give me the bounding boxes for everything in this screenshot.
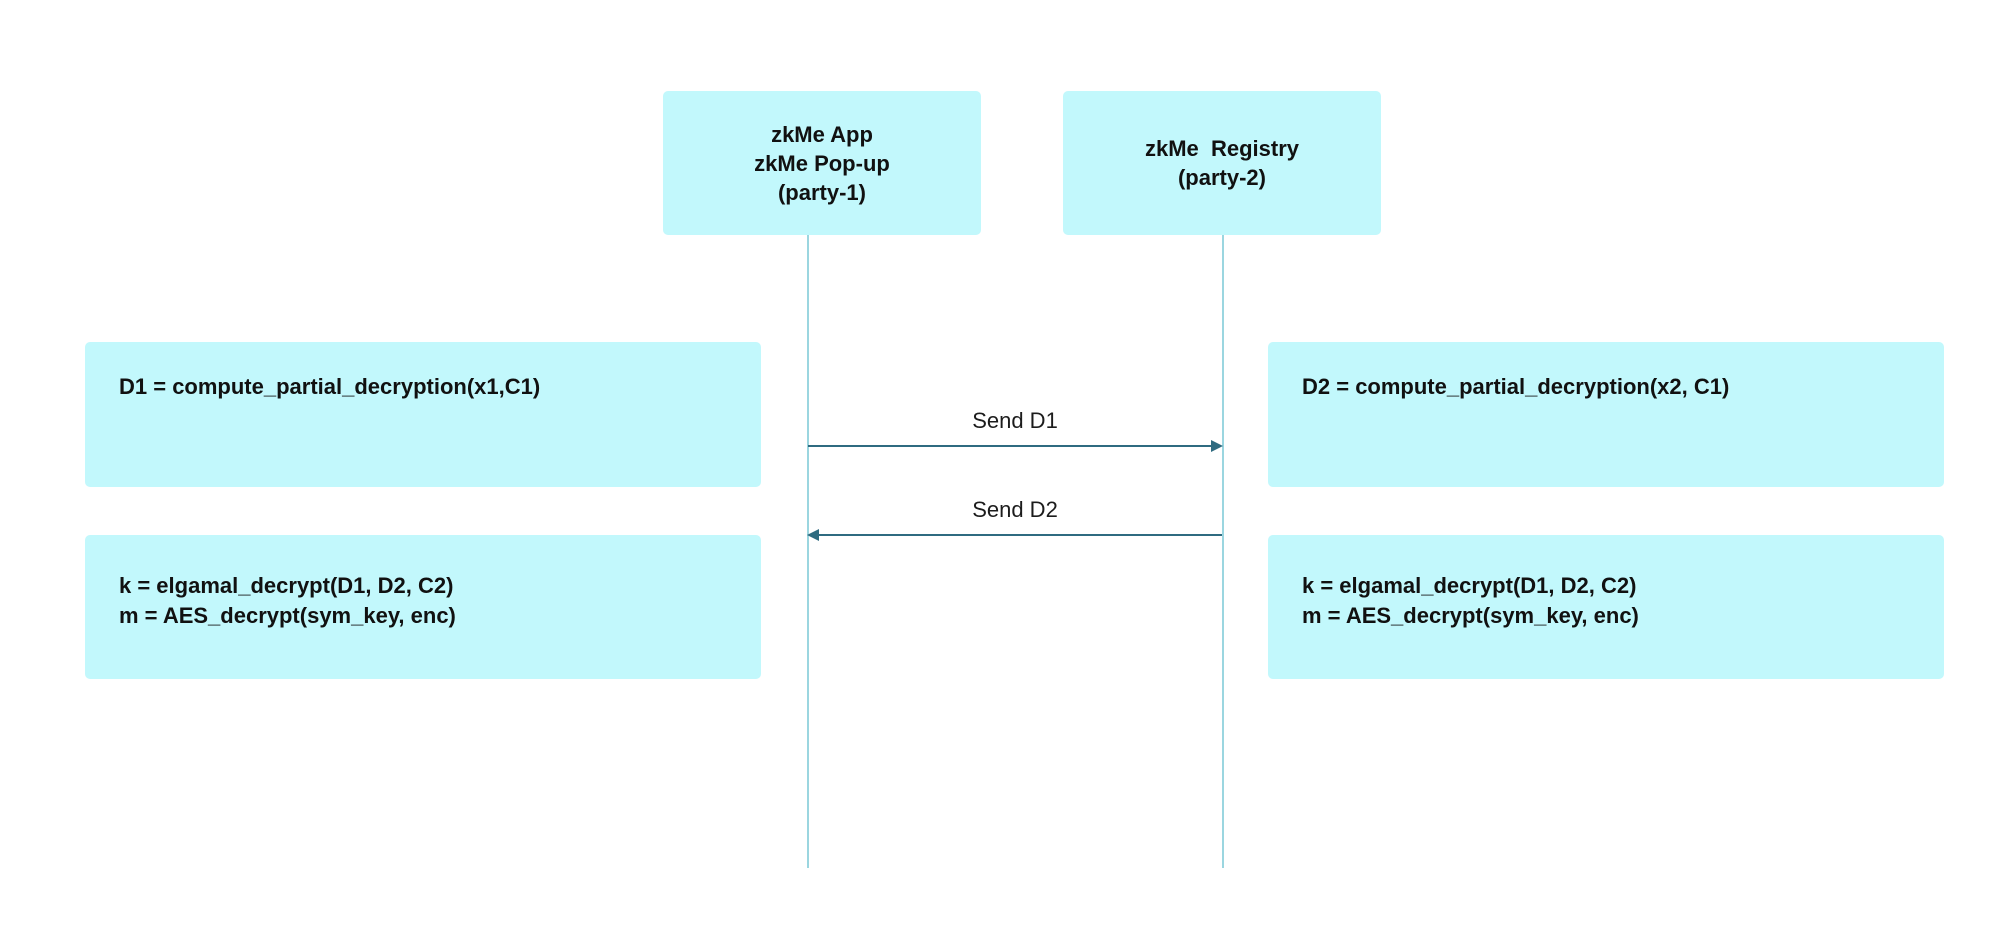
note-party-1-decrypt: k = elgamal_decrypt(D1, D2, C2) m = AES_… bbox=[85, 535, 761, 679]
participant-party-1-line-2: zkMe Pop-up bbox=[754, 150, 890, 176]
note-party-2-decrypt: k = elgamal_decrypt(D1, D2, C2) m = AES_… bbox=[1268, 535, 1944, 679]
note-party-2-partial-decryption: D2 = compute_partial_decryption(x2, C1) bbox=[1268, 342, 1944, 487]
note-party-1-decrypt-line-1: k = elgamal_decrypt(D1, D2, C2) bbox=[119, 573, 454, 598]
participant-party-1-line-1: zkMe App bbox=[771, 121, 873, 147]
note-party-2-decrypt-line-2: m = AES_decrypt(sym_key, enc) bbox=[1302, 603, 1639, 628]
message-send-d2-arrowhead bbox=[807, 529, 819, 541]
message-send-d1-arrowhead bbox=[1211, 440, 1223, 452]
message-send-d2-label: Send D2 bbox=[972, 497, 1058, 522]
participant-party-2-line-2: (party-2) bbox=[1177, 165, 1266, 190]
note-party-1-partial-decryption-text: D1 = compute_partial_decryption(x1,C1) bbox=[119, 374, 541, 399]
message-send-d1-label: Send D1 bbox=[972, 408, 1058, 433]
lifeline-party-2 bbox=[1222, 235, 1224, 868]
participant-party-2: zkMe Registry (party-2) bbox=[1063, 91, 1381, 235]
note-party-1-decrypt-line-2: m = AES_decrypt(sym_key, enc) bbox=[119, 603, 456, 628]
participant-party-1: zkMe App zkMe Pop-up (party-1) bbox=[663, 91, 981, 235]
participant-party-2-line-1: zkMe Registry bbox=[1144, 136, 1300, 161]
note-party-2-decrypt-line-1: k = elgamal_decrypt(D1, D2, C2) bbox=[1302, 573, 1637, 598]
note-party-2-partial-decryption-text: D2 = compute_partial_decryption(x2, C1) bbox=[1302, 374, 1730, 399]
participant-party-1-line-3: (party-1) bbox=[777, 179, 866, 205]
note-party-1-partial-decryption: D1 = compute_partial_decryption(x1,C1) bbox=[85, 342, 761, 487]
lifeline-party-1 bbox=[807, 235, 809, 868]
